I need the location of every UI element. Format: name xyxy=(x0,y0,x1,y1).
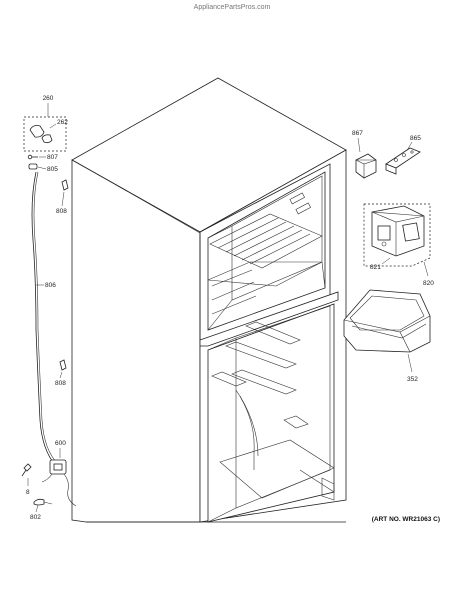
part-600-icon xyxy=(41,459,77,507)
part-262-icon xyxy=(29,125,53,144)
label-808-upper: 808 xyxy=(56,208,67,215)
label-805: 805 xyxy=(47,166,58,173)
label-352: 352 xyxy=(407,376,418,383)
part-352-door-bin-icon xyxy=(343,289,431,353)
part-806-wire-harness xyxy=(31,171,59,467)
part-821-icon xyxy=(371,205,425,257)
label-865: 865 xyxy=(410,135,421,142)
label-260: 260 xyxy=(43,95,54,102)
label-600: 600 xyxy=(55,440,66,447)
part-865-icon xyxy=(385,147,421,175)
watermark: AppliancePartsPros.com xyxy=(194,4,271,11)
part-8-screw-icon xyxy=(21,463,32,477)
shelf-rails xyxy=(211,321,309,429)
part-807-icon xyxy=(27,154,38,160)
part-808-upper-icon xyxy=(61,179,69,191)
freezer-shelf xyxy=(209,213,323,269)
label-806: 806 xyxy=(45,282,56,289)
art-number: (ART NO. WR21063 C) xyxy=(372,516,440,523)
label-8: 8 xyxy=(26,489,30,496)
label-867: 867 xyxy=(352,130,363,137)
part-802-icon xyxy=(33,498,53,506)
part-820-group-box xyxy=(363,203,431,267)
refrigerator-cabinet xyxy=(71,77,347,523)
label-820: 820 xyxy=(423,280,434,287)
part-805-icon xyxy=(28,163,38,170)
label-262: 262 xyxy=(57,119,68,126)
part-808-lower-icon xyxy=(59,359,67,371)
label-802: 802 xyxy=(30,514,41,521)
label-807: 807 xyxy=(47,154,58,161)
part-867-icon xyxy=(355,153,377,179)
label-808-lower: 808 xyxy=(55,380,66,387)
part-260-group-box xyxy=(23,116,67,152)
label-821: 821 xyxy=(370,264,381,271)
